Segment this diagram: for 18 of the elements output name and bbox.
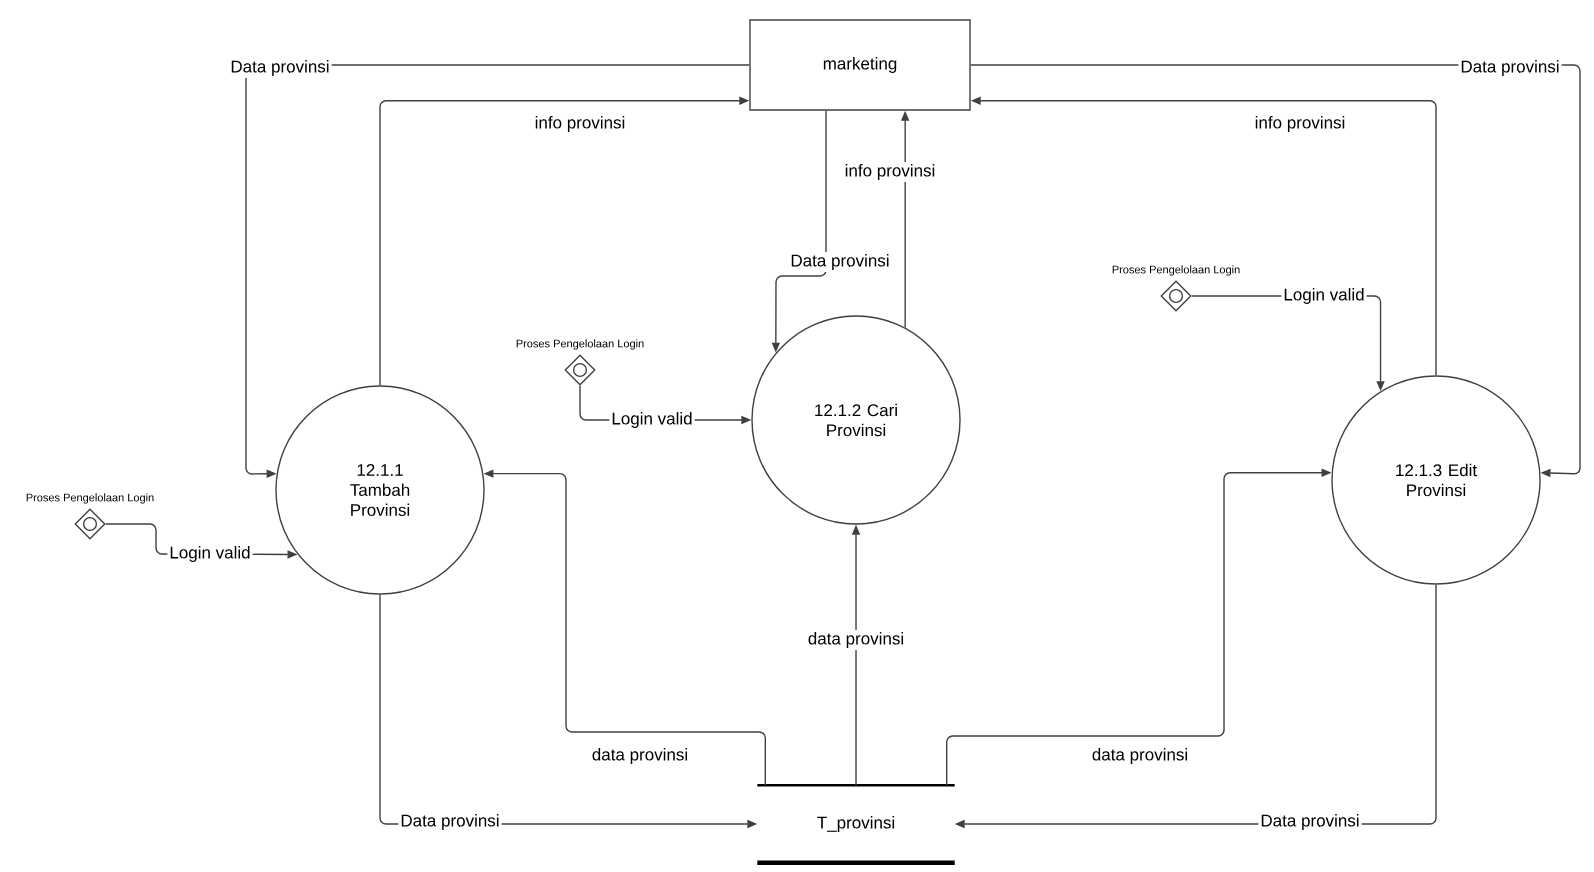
edge-label: info provinsi: [842, 162, 938, 182]
edge-label: data provinsi: [1089, 746, 1191, 766]
edge-label: info provinsi: [1252, 114, 1348, 134]
edge-label: info provinsi: [532, 114, 628, 134]
edge-label: Data provinsi: [1458, 58, 1562, 78]
edge-label: Data provinsi: [788, 252, 892, 272]
edge-label: data provinsi: [589, 746, 691, 766]
edge-label: Login valid: [609, 410, 695, 430]
edge-label: Data provinsi: [398, 812, 502, 832]
edge-label: Login valid: [167, 544, 253, 564]
arrow: [970, 64, 1581, 478]
edge-label: data provinsi: [805, 630, 907, 650]
edge-label: Login valid: [1281, 286, 1367, 306]
external-entity-box: marketing: [749, 19, 971, 111]
arrow: [245, 64, 750, 478]
edge-label: Data provinsi: [228, 58, 332, 78]
edge-label: Data provinsi: [1258, 812, 1362, 832]
data-store: T_provinsi: [757, 784, 955, 865]
